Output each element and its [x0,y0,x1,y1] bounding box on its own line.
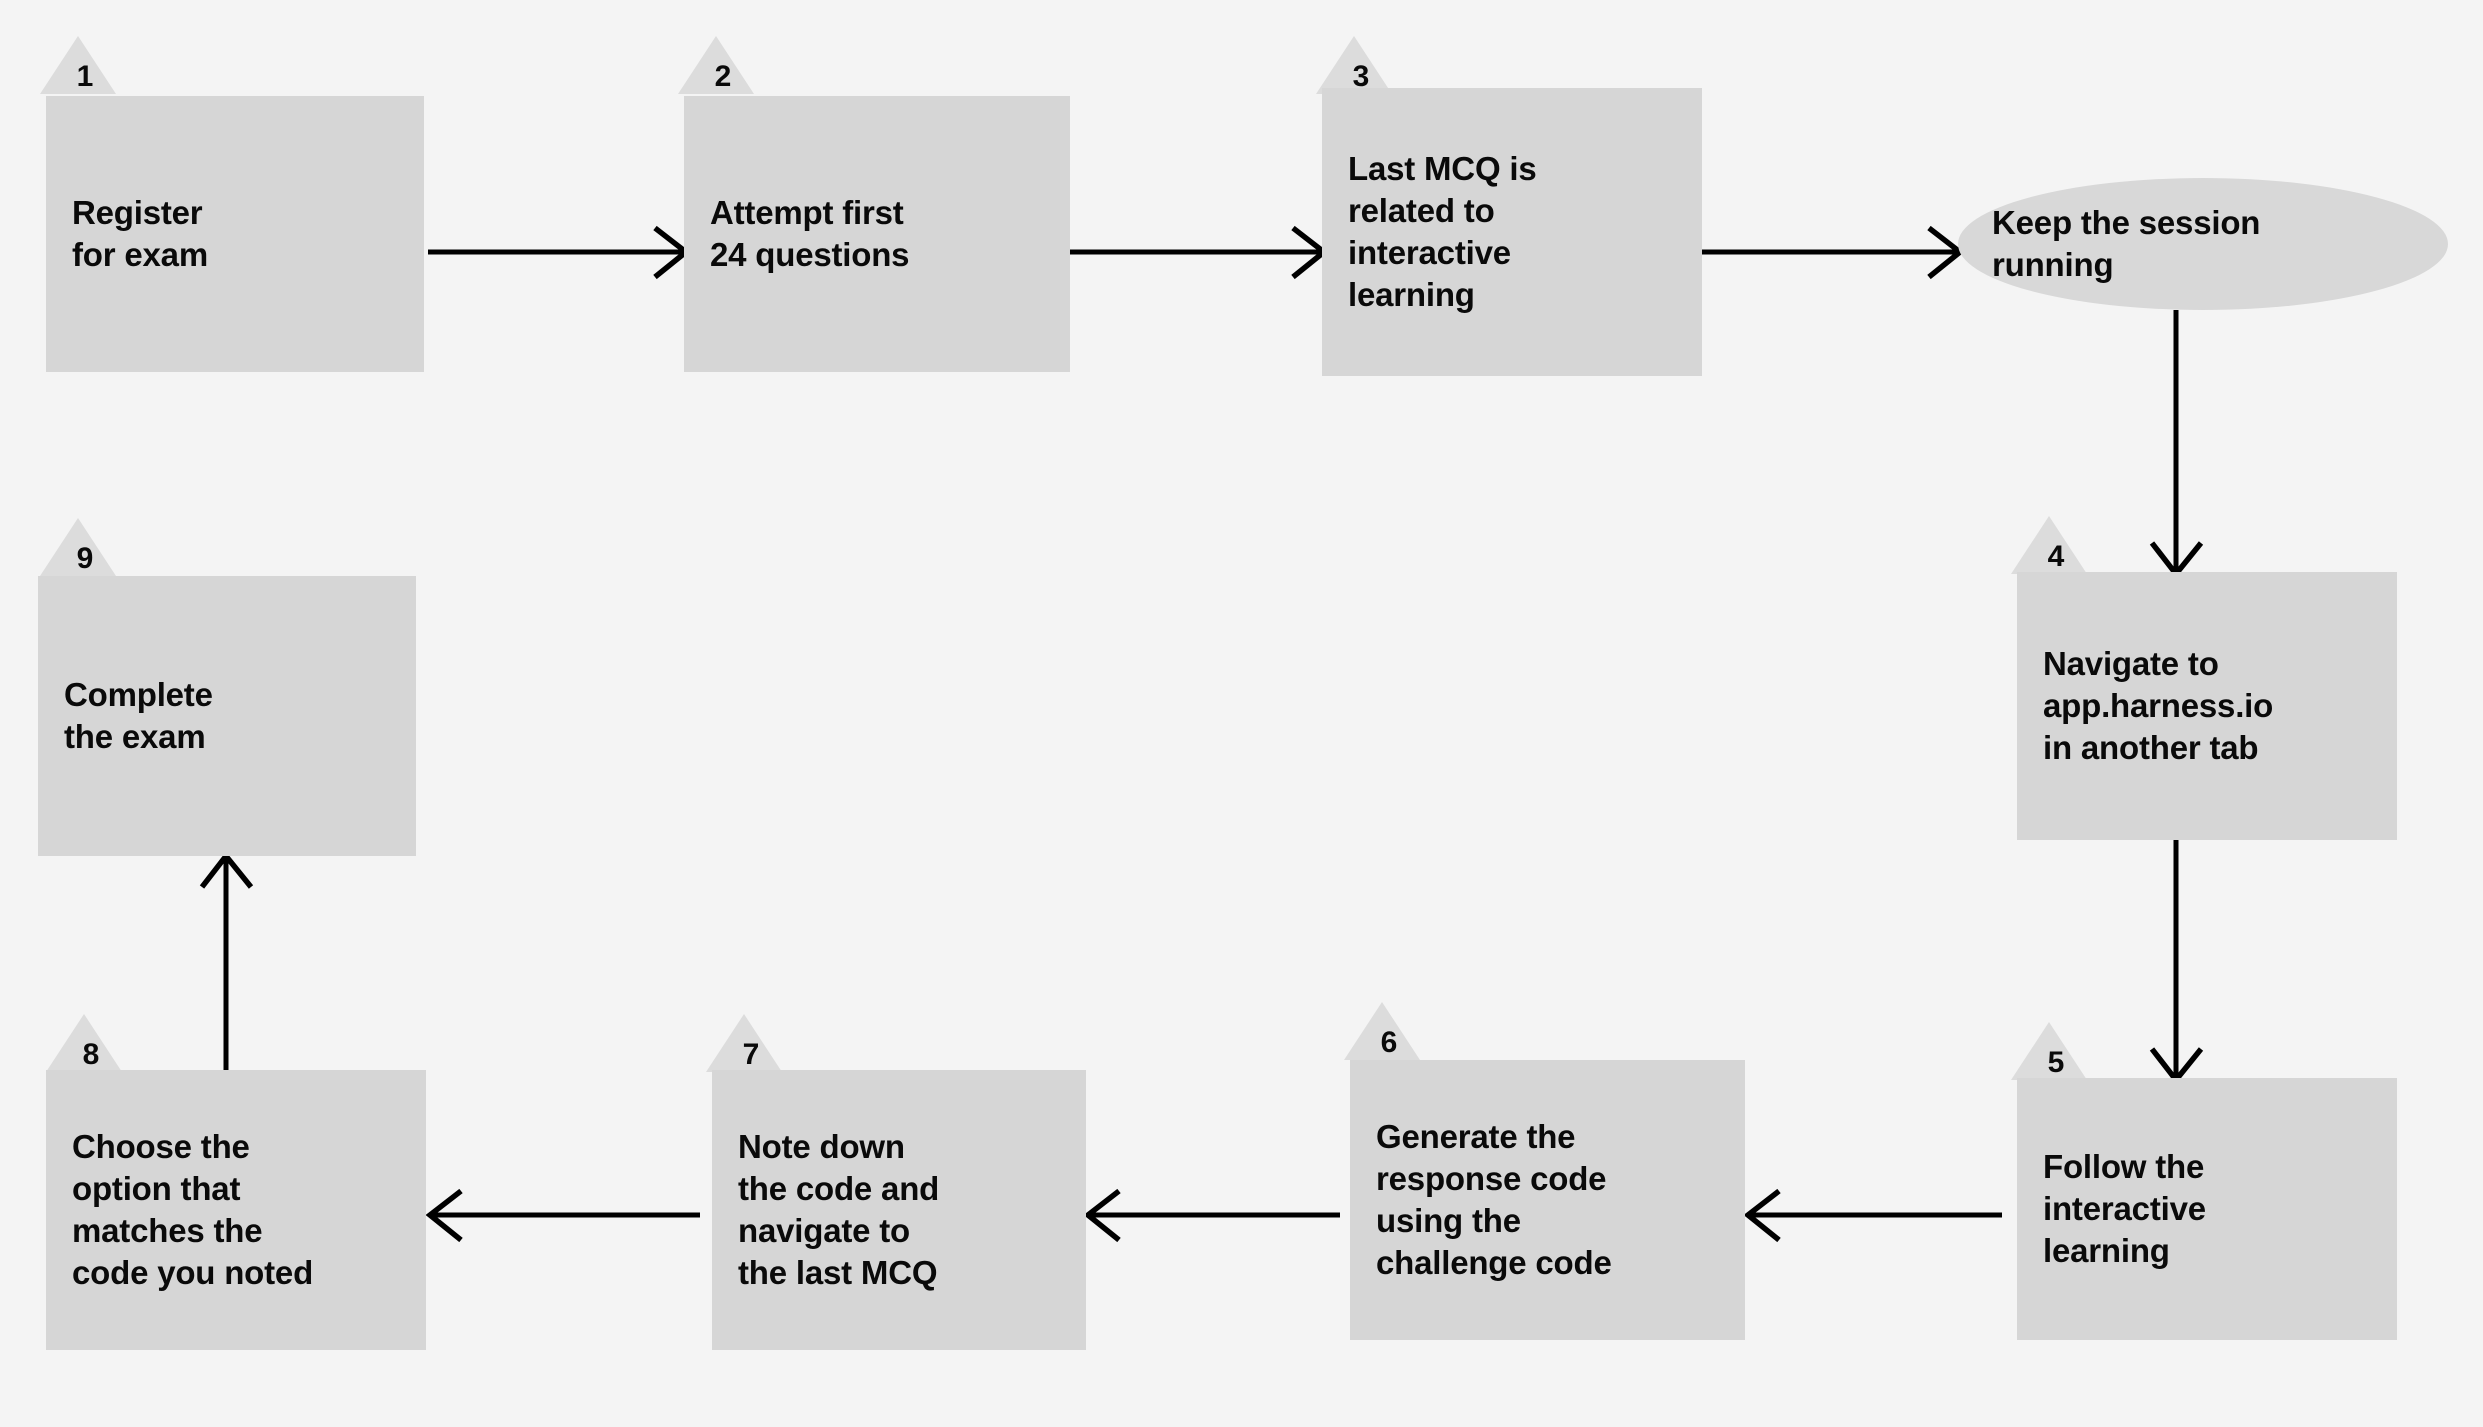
step-number: 1 [76,60,94,93]
node-attempt-first-24-questions[interactable]: Attempt first 24 questions [684,96,1070,372]
step-badge-5: 5 [2011,1022,2087,1080]
arrow-7-to-8 [425,1188,700,1243]
node-choose-option-matches-code[interactable]: Choose the option that matches the code … [46,1070,426,1350]
step-badge-9: 9 [40,518,116,576]
triangle-icon [40,518,116,576]
arrow-2-to-3 [1070,225,1329,280]
node-follow-the-interactive-learning[interactable]: Follow the interactive learning [2017,1078,2397,1340]
node-generate-response-code[interactable]: Generate the response code using the cha… [1350,1060,1745,1340]
node-register-for-exam[interactable]: Register for exam [46,96,424,372]
step-badge-6: 6 [1344,1002,1420,1060]
triangle-icon [706,1014,782,1072]
arrow-1-to-2 [428,225,691,280]
triangle-icon [46,1014,122,1072]
node-last-mcq-interactive-learning[interactable]: Last MCQ is related to interactive learn… [1322,88,1702,376]
node-complete-the-exam[interactable]: Complete the exam [38,576,416,856]
step-badge-2: 2 [678,36,754,94]
node-navigate-to-app-harness-io[interactable]: Navigate to app.harness.io in another ta… [2017,572,2397,840]
step-number: 7 [742,1038,760,1071]
node-label: Complete the exam [64,675,213,755]
arrow-6-to-7 [1083,1188,1340,1243]
arrow-8-to-9 [199,851,254,1078]
node-label: Note down the code and navigate to the l… [738,1127,940,1292]
step-badge-3: 3 [1316,36,1392,94]
step-badge-4: 4 [2011,516,2087,574]
node-label: Attempt first 24 questions [710,193,910,273]
node-label: Navigate to app.harness.io in another ta… [2043,644,2274,767]
step-number: 2 [714,60,732,93]
step-number: 3 [1352,60,1370,93]
node-keep-the-session-running[interactable]: Keep the session running [1958,178,2448,310]
triangle-icon [40,36,116,94]
step-number: 6 [1380,1026,1398,1059]
step-number: 8 [82,1038,100,1071]
arrow-4-to-5 [2149,840,2204,1085]
step-number: 5 [2047,1046,2065,1079]
step-badge-7: 7 [706,1014,782,1072]
arrow-5-to-6 [1743,1188,2002,1243]
triangle-icon [2011,516,2087,574]
triangle-icon [2011,1022,2087,1080]
node-label: Generate the response code using the cha… [1376,1117,1612,1282]
node-label: Register for exam [72,193,208,273]
node-label: Choose the option that matches the code … [72,1127,314,1292]
node-note-down-code-navigate-last-mcq[interactable]: Note down the code and navigate to the l… [712,1070,1086,1350]
triangle-icon [1316,36,1392,94]
step-number: 4 [2047,540,2065,573]
node-label: Keep the session running [1992,203,2261,283]
node-label: Follow the interactive learning [2043,1147,2206,1270]
node-label: Last MCQ is related to interactive learn… [1348,149,1537,314]
triangle-icon [1344,1002,1420,1060]
arrow-keep-session-to-4 [2149,310,2204,579]
triangle-icon [678,36,754,94]
step-badge-1: 1 [40,36,116,94]
step-badge-8: 8 [46,1014,122,1072]
step-number: 9 [76,542,94,575]
arrow-3-to-keep-session [1702,225,1965,280]
